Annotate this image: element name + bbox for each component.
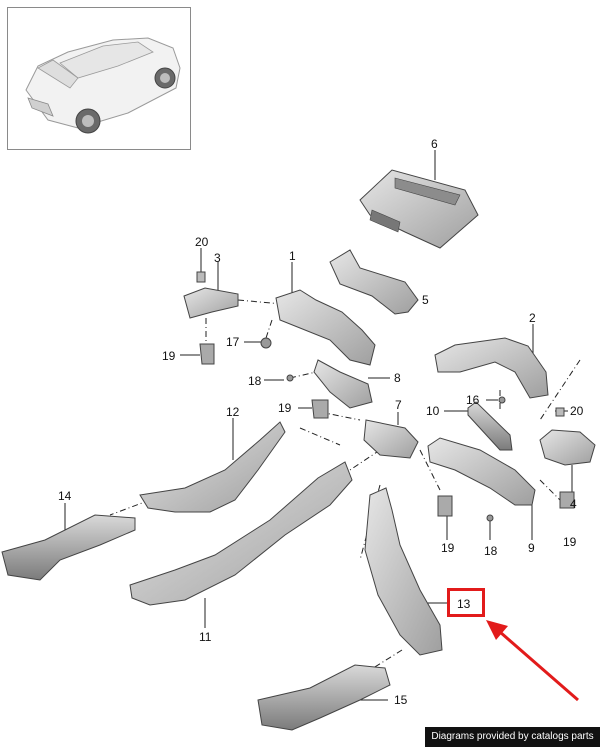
part-19-clips [199, 343, 575, 517]
part-12-air-duct [139, 421, 286, 513]
callout-19-center: 19 [278, 401, 292, 415]
highlight-box [447, 588, 485, 617]
part-4-air-duct [539, 429, 596, 466]
callout-13-highlighted: 13 [457, 597, 471, 611]
callout-11: 11 [199, 630, 212, 644]
callout-19-right: 19 [563, 535, 577, 549]
callout-20-right: 20 [570, 404, 584, 418]
callout-15: 15 [394, 693, 408, 707]
callout-20: 20 [195, 235, 209, 249]
part-15-floor-duct-cover [257, 664, 391, 731]
callout-12: 12 [226, 405, 240, 419]
part-6-center-console-duct [359, 169, 479, 249]
part-18-screws [286, 374, 494, 522]
vehicle-thumbnail [7, 7, 191, 150]
part-10-bracket [467, 401, 513, 451]
callout-7: 7 [395, 398, 402, 412]
part-17-screw [260, 337, 272, 349]
part-16-screw [498, 396, 506, 404]
callout-18-right: 18 [484, 544, 498, 558]
part-7-connector [363, 419, 419, 459]
callout-18: 18 [248, 374, 262, 388]
callout-3: 3 [214, 251, 221, 265]
highlight-arrow [486, 620, 579, 702]
callout-16: 16 [466, 393, 480, 407]
part-5-air-duct [329, 249, 419, 315]
part-14-floor-duct-cover [1, 514, 136, 581]
callout-1: 1 [289, 249, 296, 263]
vehicle-illustration [25, 37, 181, 134]
callout-6: 6 [431, 137, 438, 151]
callout-4: 4 [570, 497, 577, 511]
part-11-air-duct [129, 461, 353, 606]
part-9-air-duct [427, 437, 536, 506]
part-3-air-duct-adapter [183, 287, 239, 319]
part-8-air-duct [313, 359, 373, 409]
footer-credit: Diagrams provided by catalogs parts [425, 727, 600, 747]
part-13-air-duct [364, 487, 443, 656]
callout-14: 14 [58, 489, 72, 503]
callout-5: 5 [422, 293, 429, 307]
part-20-clip-right [555, 407, 565, 417]
callout-2: 2 [529, 311, 536, 325]
callout-8: 8 [394, 371, 401, 385]
callout-10: 10 [426, 404, 440, 418]
part-1-air-duct [275, 289, 376, 366]
callout-9: 9 [528, 541, 535, 555]
part-2-air-duct [434, 337, 549, 399]
callout-17: 17 [226, 335, 240, 349]
leader-lines [64, 150, 573, 701]
callout-19-lower: 19 [441, 541, 455, 555]
part-20-clip [196, 271, 206, 283]
callout-19: 19 [162, 349, 176, 363]
